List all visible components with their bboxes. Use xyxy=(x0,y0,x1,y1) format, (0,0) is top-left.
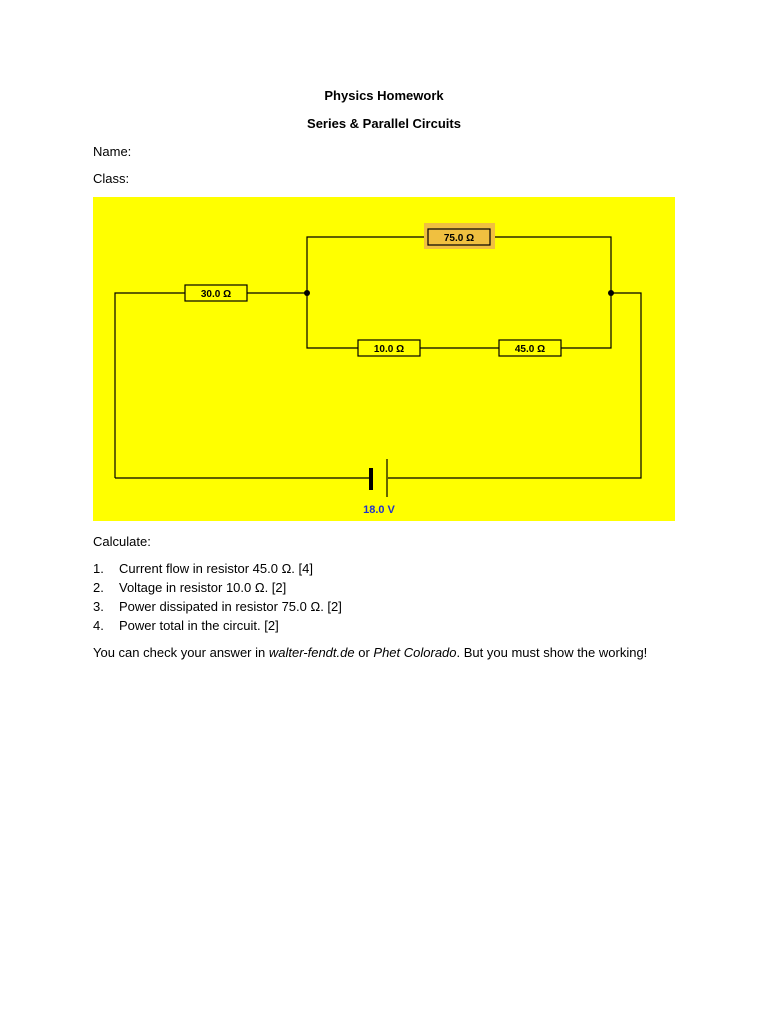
resistor-bottom-left-label: 10.0 Ω xyxy=(374,344,404,355)
task-text: Power total in the circuit. [2] xyxy=(119,618,279,633)
resistor-top-branch-label: 75.0 Ω xyxy=(444,233,474,244)
phet-colorado-reference: Phet Colorado xyxy=(373,645,457,660)
battery-negative-plate xyxy=(369,468,373,490)
note-text-3: . But you must show the working! xyxy=(456,645,648,660)
wire-left-up xyxy=(114,292,185,478)
circuit-svg: 18.0 V 30.0 Ω 75.0 Ω 10.0 Ω 45.0 Ω xyxy=(114,223,642,516)
resistor-top-branch: 75.0 Ω xyxy=(424,223,495,249)
wire-parallel-right xyxy=(490,236,612,349)
resistor-bottom-right-body xyxy=(498,339,562,357)
resistor-top-branch-body xyxy=(427,228,491,246)
task-list: 1. Current flow in resistor 45.0 Ω. [4] … xyxy=(93,560,675,636)
resistor-bottom-left-body xyxy=(357,339,421,357)
wire-parallel-left xyxy=(306,236,428,349)
task-number: 2. xyxy=(93,580,104,595)
resistor-bottom-right: 45.0 Ω xyxy=(498,339,562,357)
task-item: 4. Power total in the circuit. [2] xyxy=(93,617,675,636)
task-text: Voltage in resistor 10.0 Ω. [2] xyxy=(119,580,287,595)
resistor-bottom-right-label: 45.0 Ω xyxy=(515,344,545,355)
page-title: Physics Homework xyxy=(324,88,444,103)
task-item: 3. Power dissipated in resistor 75.0 Ω. … xyxy=(93,598,675,617)
page-subtitle: Series & Parallel Circuits xyxy=(307,116,461,131)
resistor-series-label: 30.0 Ω xyxy=(201,289,231,300)
note-text-1: You can check your answer in xyxy=(93,645,269,660)
task-item: 2. Voltage in resistor 10.0 Ω. [2] xyxy=(93,579,675,598)
wire-right-return xyxy=(388,292,642,479)
task-number: 1. xyxy=(93,561,104,576)
tasks-heading: Calculate: xyxy=(93,534,151,549)
walter-fendt-reference: walter-fendt.de xyxy=(268,645,355,660)
junction-left xyxy=(304,290,310,296)
circuit-diagram: 18.0 V 30.0 Ω 75.0 Ω 10.0 Ω 45.0 Ω xyxy=(93,197,675,521)
junction-right xyxy=(608,290,614,296)
circuit-wires xyxy=(114,236,642,479)
resistor-series-body xyxy=(184,284,248,302)
note-text-2: or xyxy=(354,645,374,660)
battery-symbol xyxy=(369,459,388,497)
class-field-label: Class: xyxy=(93,171,130,186)
task-text: Power dissipated in resistor 75.0 Ω. [2] xyxy=(119,599,342,614)
check-answer-note: You can check your answer in walter-fend… xyxy=(93,644,675,662)
task-text: Current flow in resistor 45.0 Ω. [4] xyxy=(119,561,313,576)
task-item: 1. Current flow in resistor 45.0 Ω. [4] xyxy=(93,560,675,579)
task-number: 3. xyxy=(93,599,104,614)
name-field-label: Name: xyxy=(93,144,132,159)
task-number: 4. xyxy=(93,618,104,633)
resistor-bottom-left: 10.0 Ω xyxy=(357,339,421,357)
battery-voltage-label: 18.0 V xyxy=(363,504,395,516)
resistor-series: 30.0 Ω xyxy=(184,284,248,302)
